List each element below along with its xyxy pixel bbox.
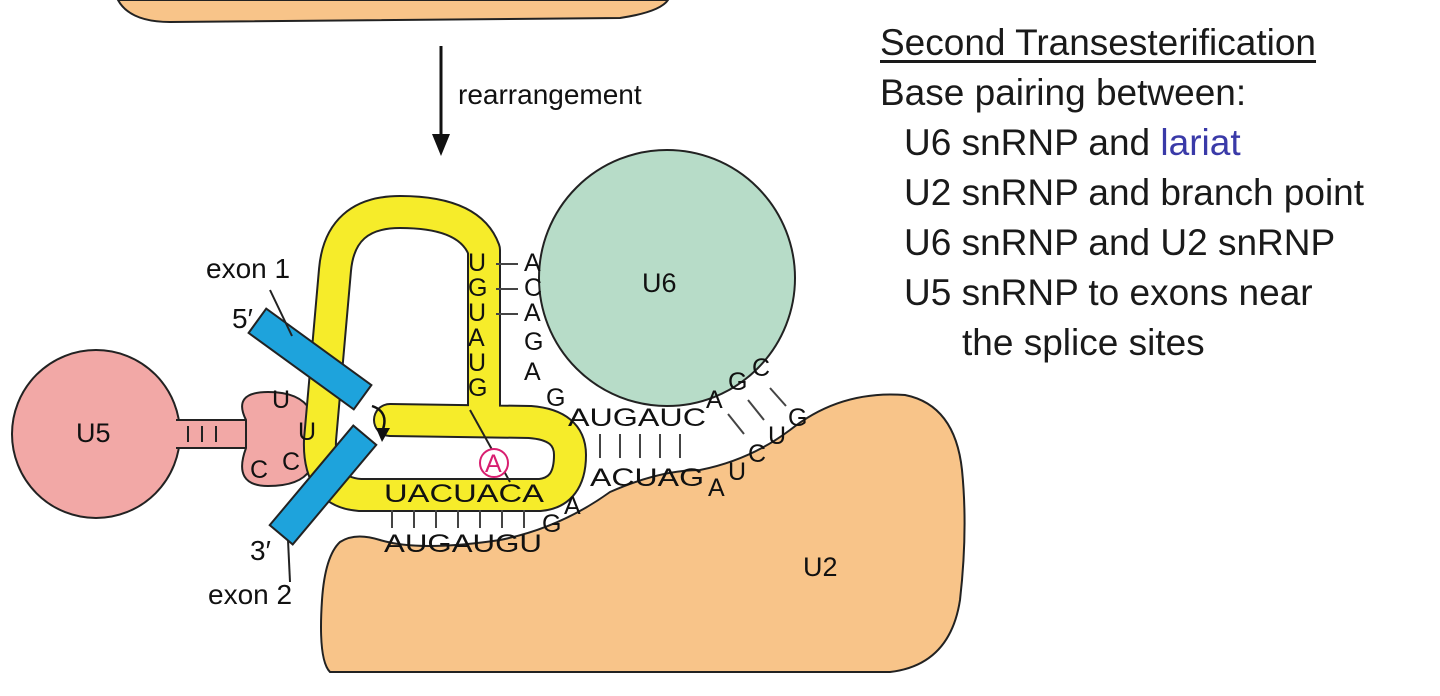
u5-loop-nt: U [298,418,316,446]
u6-nt: G [546,384,565,412]
u2-left-sequence: AUGAUGU [384,530,542,558]
u6-label: U6 [642,268,677,298]
branch-point-circle [479,448,509,478]
legend-intro: Base pairing between: [880,72,1247,113]
u5-loop-nt: C [250,456,268,484]
u6-loop-nt: C [752,354,770,382]
lariat-nt: U [468,249,486,277]
u6-bottom-sequence: AUGAUC [568,404,706,432]
exon1-bar [247,307,373,411]
lariat-u6-pairs [496,263,518,315]
lariat-nt: G [468,274,487,302]
u6-loop-nt: G [728,368,747,396]
u5-label: U5 [76,418,111,448]
attack-arrowhead [376,428,390,442]
u6-nt: A [524,299,541,327]
previous-complex-blob [116,0,670,24]
legend-item: U2 snRNP and branch point [904,172,1365,213]
u6-nt: A [524,358,541,386]
branch-point-a: A [485,450,502,478]
exon2-leader-line [287,539,291,583]
u2-label: U2 [803,552,838,582]
lariat-nt: U [468,299,486,327]
u6-loop-nt: A [706,386,723,414]
u2-mid-sequence: ACUAG [590,464,704,492]
legend-item: U5 snRNP to exons near [904,272,1313,313]
u6-nt: G [524,328,543,356]
lariat-nt: G [468,374,487,402]
lariat-vertical-sequence: U G U A U G [468,249,487,402]
legend-item: U6 snRNP and U2 snRNP [904,222,1336,263]
u2-nt: C [748,440,766,468]
u6-vertical-sequence: A C A G A [524,249,543,386]
u2-nt: A [564,492,581,520]
legend: Second Transesterification Base pairing … [880,18,1440,368]
exon2-bar [268,424,378,546]
u2-nt: G [542,510,561,538]
u6-nt: A [524,249,541,277]
u2-nt: A [708,474,725,502]
lariat-nt: U [468,349,486,377]
legend-item: U6 snRNP and lariat [880,118,1440,168]
lariat-nt: A [468,324,485,352]
legend-highlight-lariat: lariat [1160,122,1241,163]
legend-item-text: U6 snRNP and [904,122,1161,163]
five-prime-label: 5′ [232,303,253,334]
exon1-leader-line [269,289,293,337]
lariat-bottom-sequence: UACUACA [384,480,544,508]
u2-nt: U [768,422,786,450]
rearrangement-label: rearrangement [458,79,642,110]
u6-u2-pairs [599,387,787,458]
u5-loop-nt: C [282,448,300,476]
exon2-label: exon 2 [208,579,292,610]
lariat-u2-pairs [391,510,525,528]
u2-snrnp-blob [320,393,966,673]
rearrangement-arrow [432,46,450,156]
u6-snrnp-circle [538,149,796,407]
u5-loop-nt: U [272,386,290,414]
u6-nt: C [524,274,542,302]
exon1-label: exon 1 [206,253,290,284]
u5-snrnp [11,349,311,519]
u2-nt: G [788,404,807,432]
three-prime-label: 3′ [250,535,271,566]
legend-item: the splice sites [962,322,1205,363]
u2-nt: U [728,458,746,486]
legend-title: Second Transesterification [880,22,1317,63]
